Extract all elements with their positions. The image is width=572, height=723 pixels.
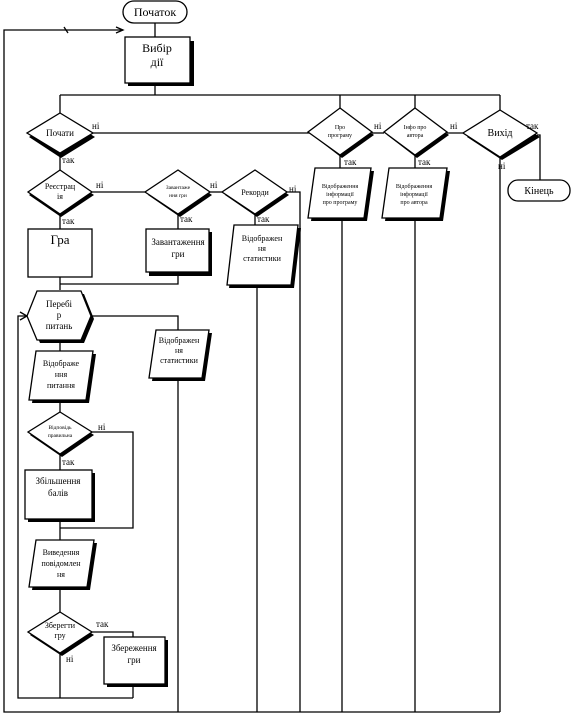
svg-text:Кінець: Кінець — [524, 186, 554, 197]
svg-text:Вихід: Вихід — [488, 128, 513, 139]
svg-text:ня: ня — [57, 570, 65, 579]
load-yes-label: так — [180, 214, 193, 224]
svg-text:інформації: інформації — [326, 191, 354, 198]
svg-text:Зберегти: Зберегти — [45, 621, 76, 630]
answer-correct-decision: Відповідь правильна — [26, 411, 94, 457]
play-yes-label: так — [62, 155, 75, 165]
svg-text:Рекорди: Рекорди — [241, 188, 269, 197]
svg-text:про програму: про програму — [323, 200, 358, 206]
svg-text:гру: гру — [54, 631, 65, 640]
svg-text:ння: ння — [55, 370, 68, 379]
registration-no-label: ні — [96, 180, 104, 190]
save-game-box: Збереження гри — [103, 636, 168, 687]
records-yes-label: так — [257, 214, 270, 224]
svg-text:Реєстрац: Реєстрац — [45, 182, 76, 191]
show-author-info-io: Відображення інформації про автора — [381, 167, 450, 221]
svg-text:ія: ія — [57, 192, 63, 201]
svg-text:Відображе: Відображе — [43, 359, 80, 368]
svg-text:питання: питання — [47, 381, 75, 390]
play-decision: Почати — [25, 112, 95, 158]
svg-text:програму: програму — [328, 133, 352, 139]
svg-text:статистики: статистики — [243, 254, 281, 263]
about-program-yes-label: так — [344, 157, 357, 167]
svg-text:балів: балів — [48, 488, 68, 498]
svg-text:Виведення: Виведення — [43, 548, 80, 557]
about-author-decision: Інфо про автора — [382, 107, 449, 158]
svg-text:Про: Про — [335, 125, 345, 131]
svg-text:Гра: Гра — [51, 232, 70, 247]
question-loop-hexagon: Перебі р питань — [26, 290, 94, 343]
start-terminator: Початок — [122, 0, 188, 24]
select-action-box: Вибір дії — [124, 36, 194, 86]
svg-text:ння гри: ння гри — [169, 193, 187, 199]
svg-text:Перебі: Перебі — [46, 299, 73, 309]
svg-text:питань: питань — [46, 321, 73, 331]
svg-text:гри: гри — [171, 249, 184, 259]
svg-text:Завантаже: Завантаже — [166, 185, 191, 191]
show-stats-io-2: Відображен ня статистики — [148, 329, 212, 381]
exit-decision: Вихід — [461, 109, 540, 160]
about-program-no-label: ні — [374, 121, 382, 131]
play-no-label: ні — [92, 121, 100, 131]
load-game-box: Завантаження гри — [145, 228, 212, 276]
svg-text:правильна: правильна — [48, 433, 73, 439]
records-no-label: ні — [289, 184, 297, 194]
answer-no-label: ні — [98, 422, 106, 432]
svg-text:Відповідь: Відповідь — [48, 425, 72, 431]
svg-text:дії: дії — [151, 55, 164, 69]
answer-yes-label: так — [62, 457, 75, 467]
svg-text:Відображення: Відображення — [322, 183, 359, 190]
about-author-yes-label: так — [418, 157, 431, 167]
about-program-decision: Про програму — [306, 107, 374, 158]
svg-text:Інфо про: Інфо про — [404, 124, 427, 131]
svg-text:Збереження: Збереження — [111, 643, 156, 653]
svg-text:Збільшення: Збільшення — [36, 476, 81, 486]
svg-text:гри: гри — [127, 655, 140, 665]
add-points-box: Збільшення балів — [24, 469, 95, 522]
exit-no-label: ні — [498, 161, 506, 171]
svg-text:повідомлен: повідомлен — [41, 559, 81, 568]
game-process-box: Гра — [27, 228, 93, 278]
show-program-info-io: Відображення інформації про програму — [307, 167, 374, 221]
connectors — [3, 23, 541, 713]
save-no-label: ні — [66, 654, 74, 664]
svg-text:Почати: Почати — [46, 128, 74, 138]
load-decision: Завантаже ння гри — [143, 169, 212, 217]
svg-text:статистики: статистики — [160, 356, 198, 365]
about-author-no-label: ні — [450, 121, 458, 131]
svg-text:Вибір: Вибір — [142, 41, 172, 55]
show-question-io: Відображе ння питання — [28, 350, 96, 403]
show-stats-io-1: Відображен ня статистики — [226, 224, 301, 288]
show-message-io: Виведення повідомлен ня — [28, 539, 97, 590]
exit-yes-label: так — [526, 121, 539, 131]
registration-yes-label: так — [62, 216, 75, 226]
records-decision: Рекорди — [220, 169, 289, 217]
save-decision: Зберегти гру — [26, 611, 94, 656]
save-yes-label: так — [96, 619, 109, 629]
load-no-label: ні — [210, 180, 218, 190]
svg-text:Відображен: Відображен — [159, 336, 200, 345]
svg-text:Початок: Початок — [134, 5, 176, 19]
svg-text:інформації: інформації — [400, 191, 428, 198]
svg-text:Відображен: Відображен — [242, 234, 283, 243]
svg-text:Завантаження: Завантаження — [151, 237, 204, 247]
svg-text:Відображення: Відображення — [396, 183, 433, 190]
svg-text:р: р — [57, 310, 62, 320]
svg-text:ня: ня — [175, 346, 183, 355]
svg-text:про автора: про автора — [400, 200, 428, 206]
registration-decision: Реєстрац ія — [26, 169, 94, 217]
svg-text:автора: автора — [407, 133, 424, 139]
end-terminator: Кінець — [507, 179, 571, 202]
svg-text:ня: ня — [258, 244, 266, 253]
